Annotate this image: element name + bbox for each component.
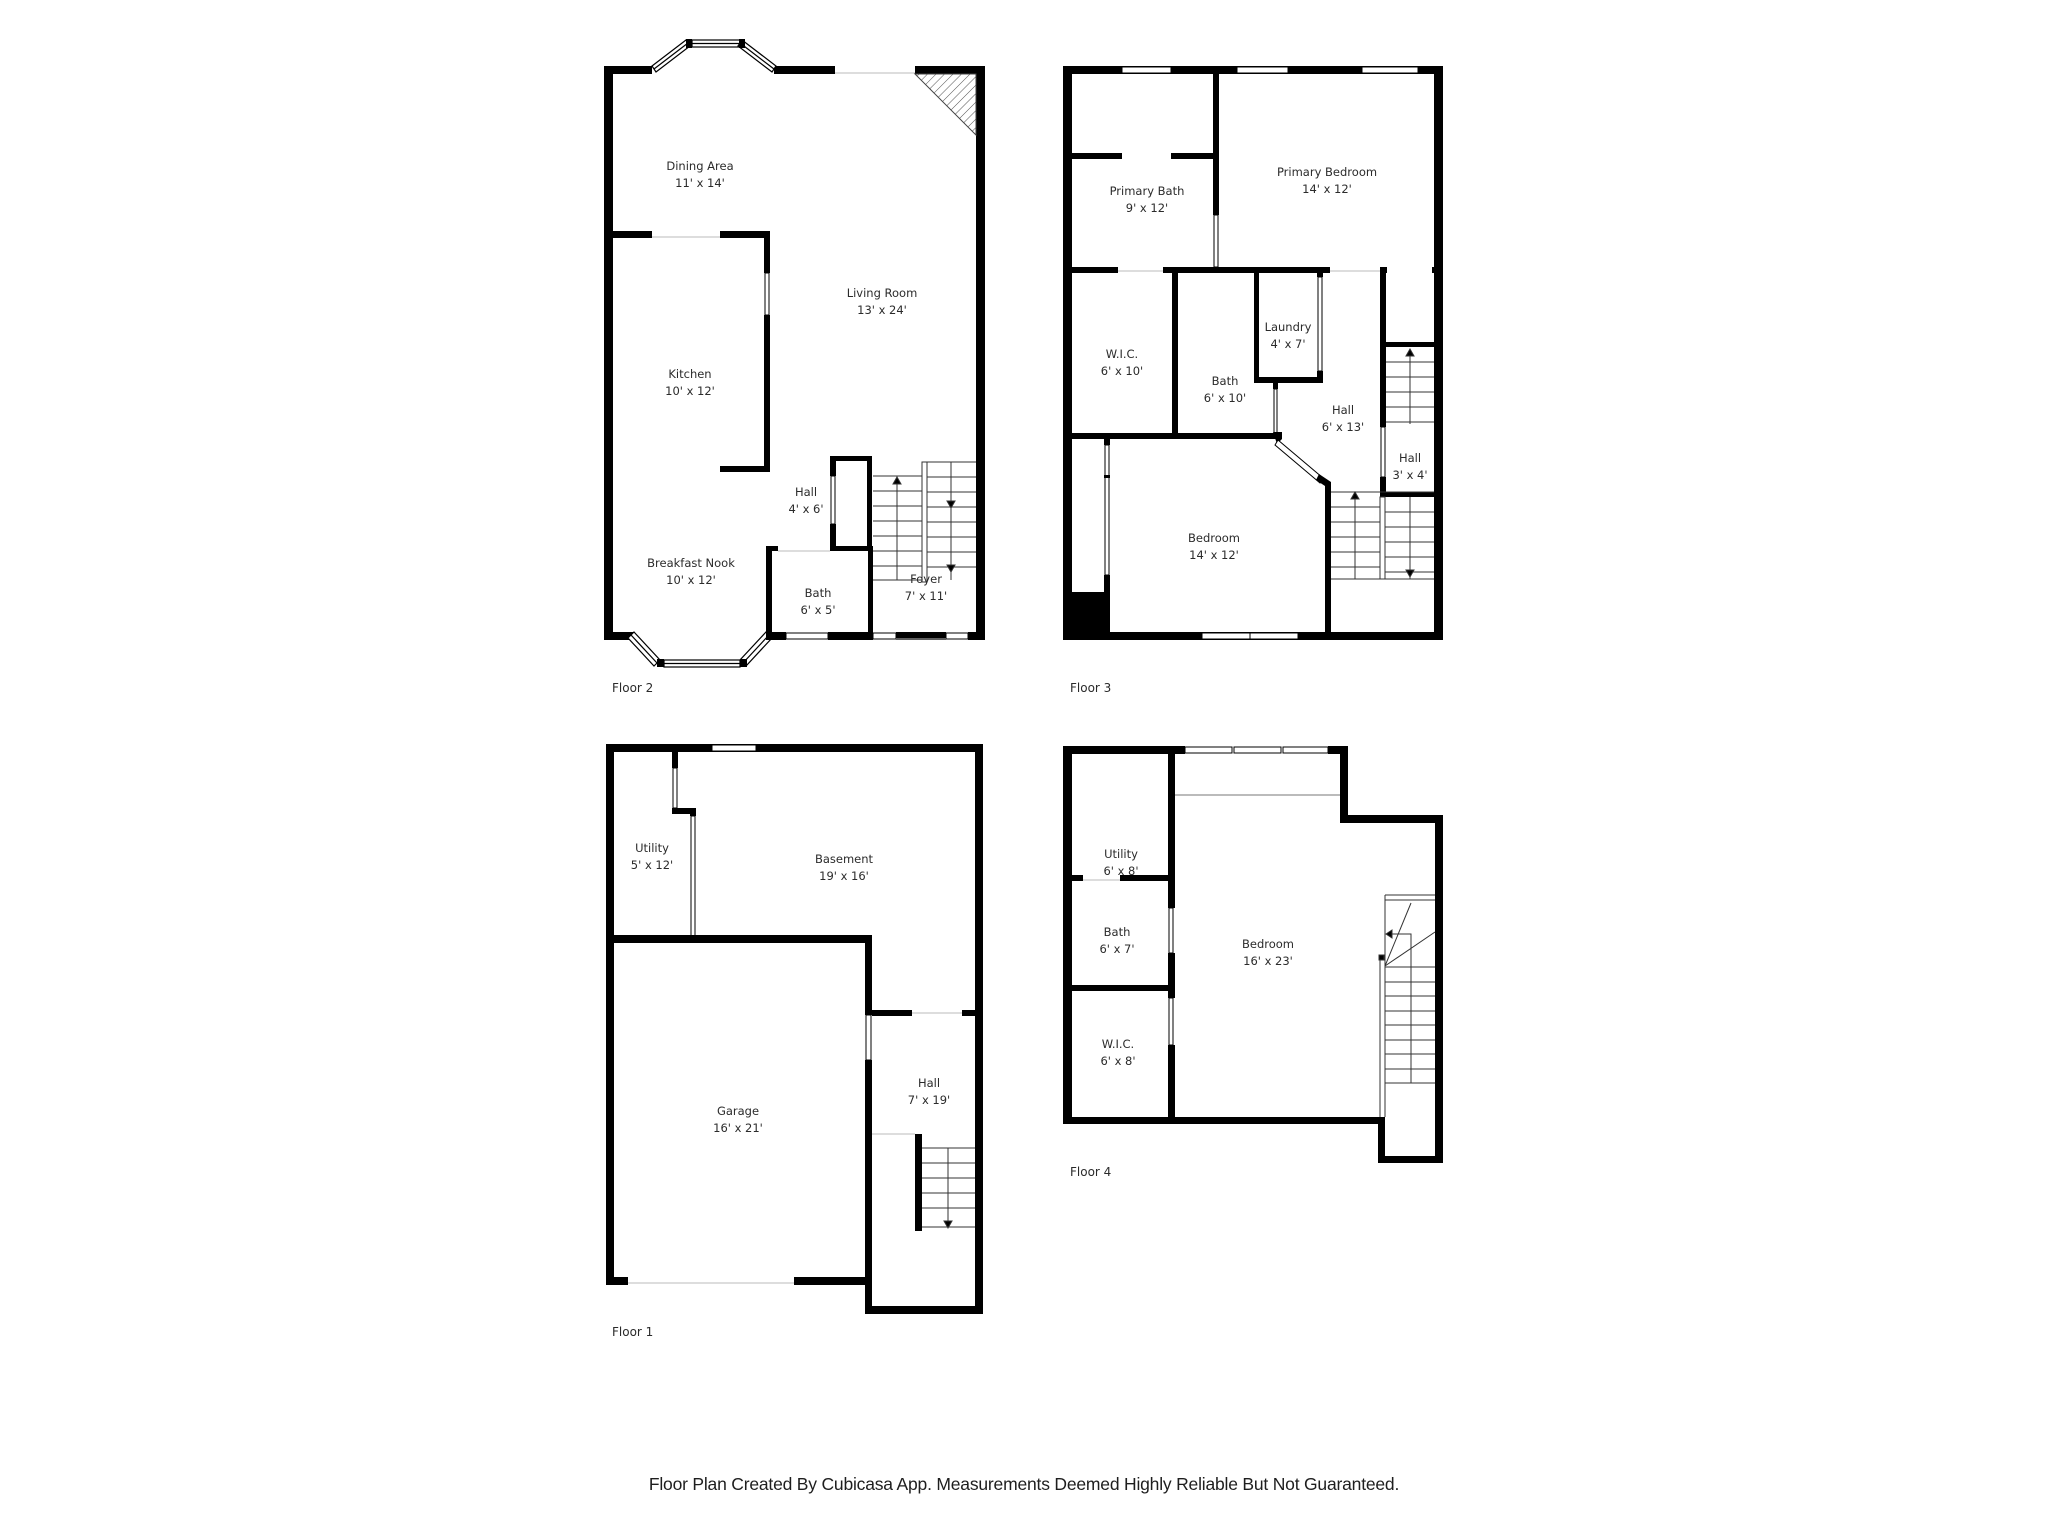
room-name: W.I.C. xyxy=(1101,1037,1135,1051)
room-label-basement: Basement 19' x 16' xyxy=(815,851,873,884)
room-dimensions: 9' x 12' xyxy=(1125,200,1169,215)
room-name: Kitchen xyxy=(668,367,712,381)
room-name: Hall xyxy=(794,485,818,499)
room-name: Hall xyxy=(1331,403,1355,417)
room-label-primary-bedroom: Primary Bedroom 14' x 12' xyxy=(1277,164,1377,197)
room-dimensions: 6' x 8' xyxy=(1103,863,1139,878)
room-name: Hall xyxy=(917,1076,941,1090)
room-label-bath: Bath 6' x 7' xyxy=(1099,924,1134,957)
room-dimensions: 7' x 11' xyxy=(904,588,948,603)
room-label-laundry: Laundry 4' x 7' xyxy=(1265,319,1312,352)
room-dimensions: 16' x 21' xyxy=(713,1120,763,1135)
room-dimensions: 3' x 4' xyxy=(1392,467,1428,482)
room-dimensions: 6' x 10' xyxy=(1203,390,1247,405)
bay-window-bottom xyxy=(627,631,773,668)
room-name: Foyer xyxy=(910,572,942,586)
room-label-primary-bath: Primary Bath 9' x 12' xyxy=(1110,183,1185,216)
room-name: Dining Area xyxy=(666,159,734,173)
room-name: Bedroom xyxy=(1241,937,1295,951)
room-name: Basement xyxy=(814,852,874,866)
room-label-bedroom: Bedroom 14' x 12' xyxy=(1188,530,1240,563)
bay-window-top xyxy=(651,39,777,73)
room-label-dining-area: Dining Area 11' x 14' xyxy=(666,158,733,191)
room-dimensions: 6' x 7' xyxy=(1099,941,1135,956)
room-dimensions: 14' x 12' xyxy=(1302,181,1352,196)
room-name: Bath xyxy=(1211,374,1239,388)
footer-disclaimer: Floor Plan Created By Cubicasa App. Meas… xyxy=(648,1474,1400,1494)
room-name: Breakfast Nook xyxy=(647,556,735,570)
room-name: Primary Bath xyxy=(1109,184,1185,198)
floor-label-1: Floor 1 xyxy=(612,1325,654,1339)
room-name: Primary Bedroom xyxy=(1276,165,1378,179)
room-label-living-room: Living Room 13' x 24' xyxy=(847,285,918,318)
floor-2-plan xyxy=(604,39,985,668)
room-dimensions: 6' x 8' xyxy=(1100,1053,1136,1068)
room-name: Garage xyxy=(716,1104,760,1118)
room-dimensions: 5' x 12' xyxy=(630,857,674,872)
room-dimensions: 16' x 23' xyxy=(1243,953,1293,968)
room-name: Utility xyxy=(1104,847,1138,861)
floor-label-2: Floor 2 xyxy=(612,681,654,695)
room-name: Laundry xyxy=(1264,320,1312,334)
stairs-floor-3 xyxy=(1331,347,1434,580)
room-name: Hall xyxy=(1398,451,1422,465)
room-label-bedroom: Bedroom 16' x 23' xyxy=(1242,936,1294,969)
room-label-hall: Hall 6' x 13' xyxy=(1322,402,1364,435)
fireplace-icon xyxy=(913,73,977,137)
room-dimensions: 11' x 14' xyxy=(675,175,725,190)
room-label-garage: Garage 16' x 21' xyxy=(713,1103,763,1136)
room-dimensions: 4' x 7' xyxy=(1270,336,1306,351)
room-dimensions: 13' x 24' xyxy=(857,302,907,317)
room-label-wic: W.I.C. 6' x 8' xyxy=(1100,1036,1135,1069)
room-label-kitchen: Kitchen 10' x 12' xyxy=(665,366,715,399)
room-dimensions: 10' x 12' xyxy=(666,572,716,587)
room-name: Bedroom xyxy=(1187,531,1241,545)
room-dimensions: 4' x 6' xyxy=(788,501,824,516)
room-dimensions: 7' x 19' xyxy=(907,1092,951,1107)
stairs-floor-2 xyxy=(873,461,976,583)
floor-label-4: Floor 4 xyxy=(1070,1165,1112,1179)
room-label-foyer: Foyer 7' x 11' xyxy=(905,571,947,604)
floor-3-plan xyxy=(1063,66,1443,640)
room-label-bath: Bath 6' x 5' xyxy=(800,585,835,618)
room-name: Bath xyxy=(1103,925,1131,939)
floor-4-plan xyxy=(1063,746,1443,1163)
room-dimensions: 6' x 13' xyxy=(1321,419,1365,434)
room-dimensions: 6' x 5' xyxy=(800,602,836,617)
room-label-breakfast-nook: Breakfast Nook 10' x 12' xyxy=(647,555,735,588)
room-label-hall: Hall 7' x 19' xyxy=(908,1075,950,1108)
room-dimensions: 6' x 10' xyxy=(1100,363,1144,378)
room-label-bath: Bath 6' x 10' xyxy=(1204,373,1246,406)
room-name: Living Room xyxy=(846,286,918,300)
room-dimensions: 19' x 16' xyxy=(819,868,869,883)
room-label-wic: W.I.C. 6' x 10' xyxy=(1101,346,1143,379)
room-name: Utility xyxy=(635,841,669,855)
floor-1-plan xyxy=(606,744,983,1314)
room-label-utility: Utility 6' x 8' xyxy=(1103,846,1138,879)
room-label-hall: Hall 4' x 6' xyxy=(788,484,823,517)
stairs-floor-4 xyxy=(1378,894,1436,1117)
room-dimensions: 10' x 12' xyxy=(665,383,715,398)
room-name: Bath xyxy=(804,586,832,600)
stairs-floor-1 xyxy=(922,1147,975,1230)
room-label-utility: Utility 5' x 12' xyxy=(631,840,673,873)
room-dimensions: 14' x 12' xyxy=(1189,547,1239,562)
room-name: W.I.C. xyxy=(1105,347,1139,361)
room-label-hall-small: Hall 3' x 4' xyxy=(1392,450,1427,483)
floor-label-3: Floor 3 xyxy=(1070,681,1112,695)
